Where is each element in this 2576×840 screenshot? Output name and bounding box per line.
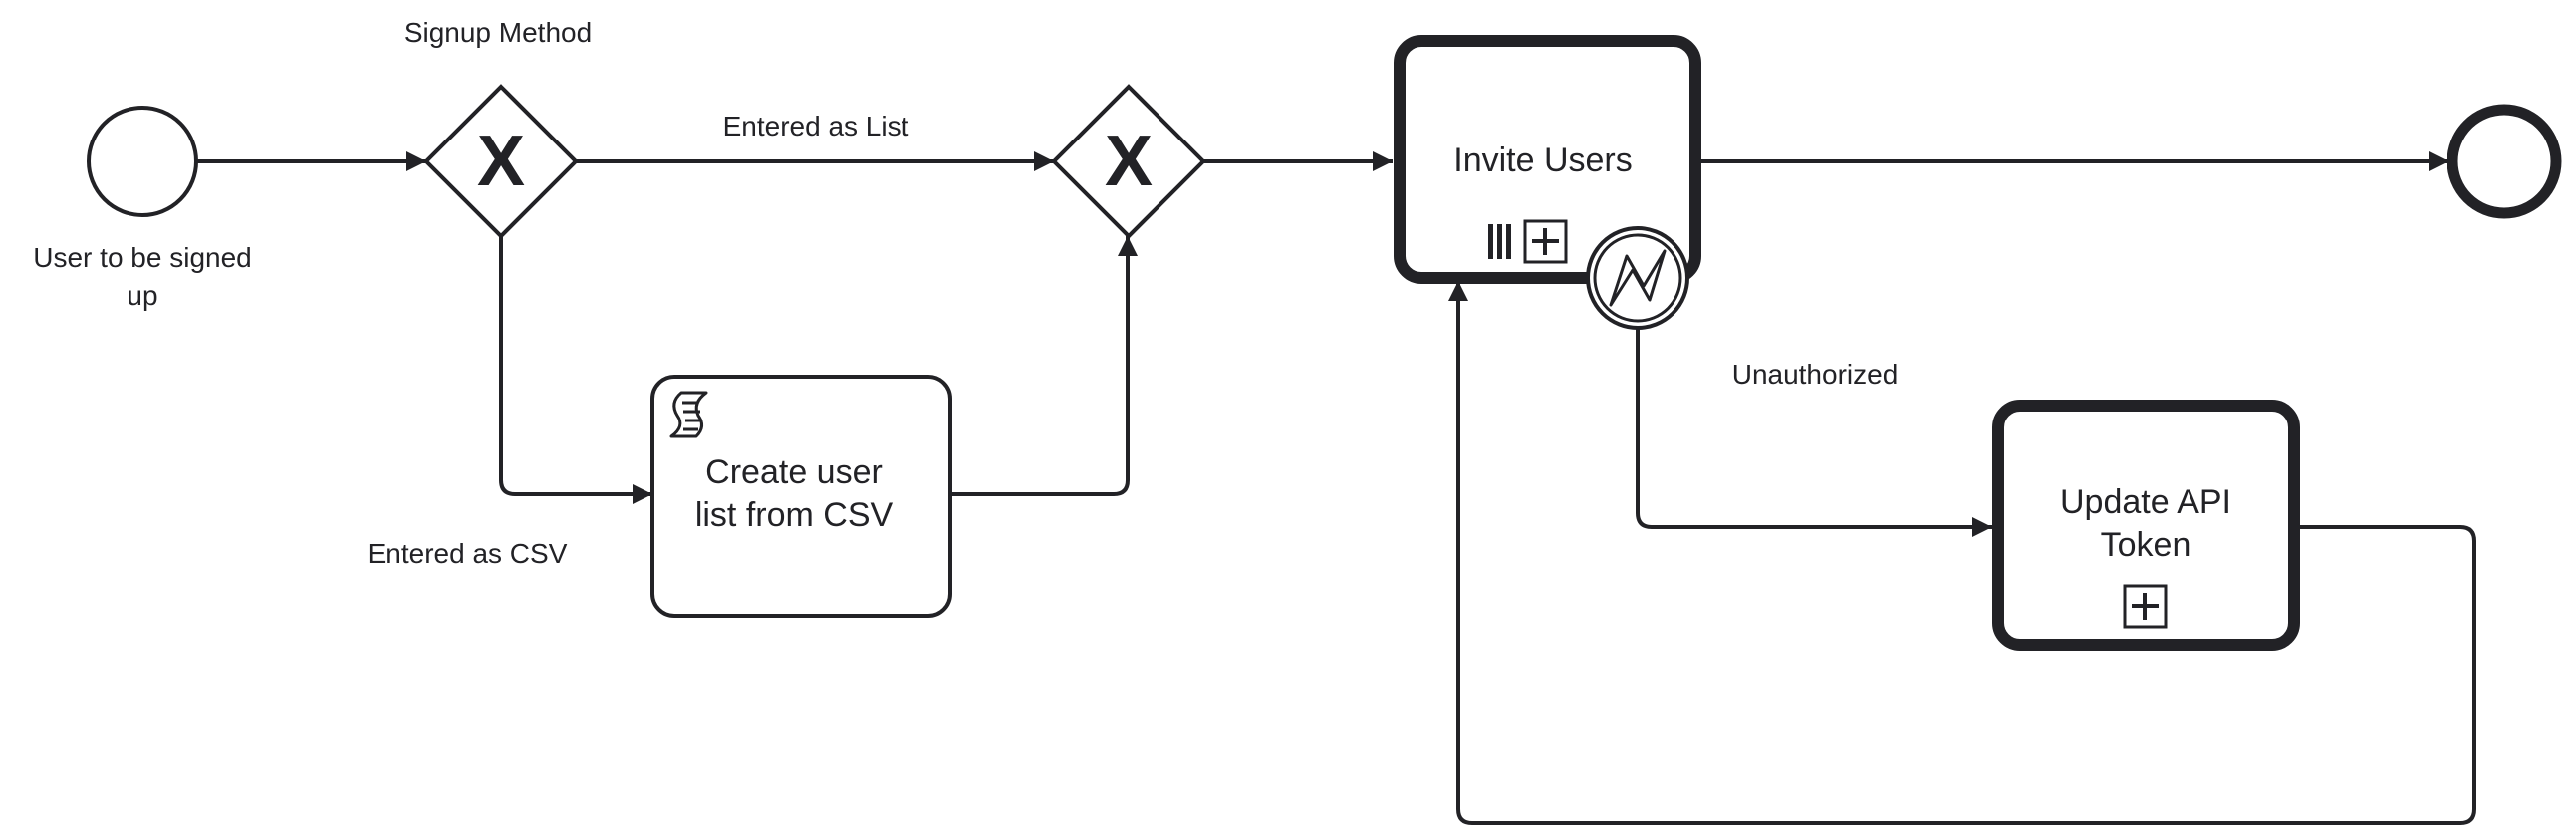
task-create-user-list[interactable]: Create user list from CSV [650, 375, 952, 618]
task-update-api-token-label-line1: Update API [2060, 483, 2231, 521]
gateway-join-marker: X [1105, 122, 1153, 201]
collapsed-subprocess-icon [2123, 584, 2168, 629]
gateway-split-marker: X [477, 122, 525, 201]
flow-csv-task-to-join[interactable] [950, 236, 1138, 496]
gateway-join[interactable]: X [1051, 84, 1206, 239]
start-event[interactable] [87, 106, 198, 217]
flow-split-to-csv-task[interactable] [499, 236, 652, 504]
flow-update-to-invite[interactable] [1448, 281, 2476, 825]
task-invite-users[interactable]: Invite Users [1394, 35, 1701, 284]
task-update-api-token[interactable]: Update API Token [1992, 400, 2300, 651]
gateway-split[interactable]: X [423, 84, 579, 239]
flow-label-entered-as-csv: Entered as CSV [368, 538, 568, 569]
collapsed-subprocess-icon [1523, 219, 1568, 264]
flow-label-unauthorized: Unauthorized [1732, 359, 1899, 390]
script-icon [669, 391, 708, 438]
task-invite-users-label: Invite Users [1453, 141, 1633, 179]
task-create-user-list-label-line1: Create user [705, 453, 883, 491]
task-update-api-token-label-line2: Token [2101, 526, 2191, 564]
error-icon [1609, 249, 1667, 307]
flow-unauthorized[interactable] [1636, 329, 1992, 537]
gateway-split-label: Signup Method [404, 17, 592, 48]
start-event-label-line2: up [127, 280, 157, 311]
boundary-error-event[interactable] [1586, 226, 1689, 330]
parallel-multi-instance-icon [1488, 224, 1511, 259]
end-event[interactable] [2447, 104, 2562, 219]
flow-label-entered-as-list: Entered as List [723, 111, 909, 141]
task-create-user-list-label-line2: list from CSV [695, 496, 894, 534]
start-event-label-line1: User to be signed [33, 242, 251, 273]
